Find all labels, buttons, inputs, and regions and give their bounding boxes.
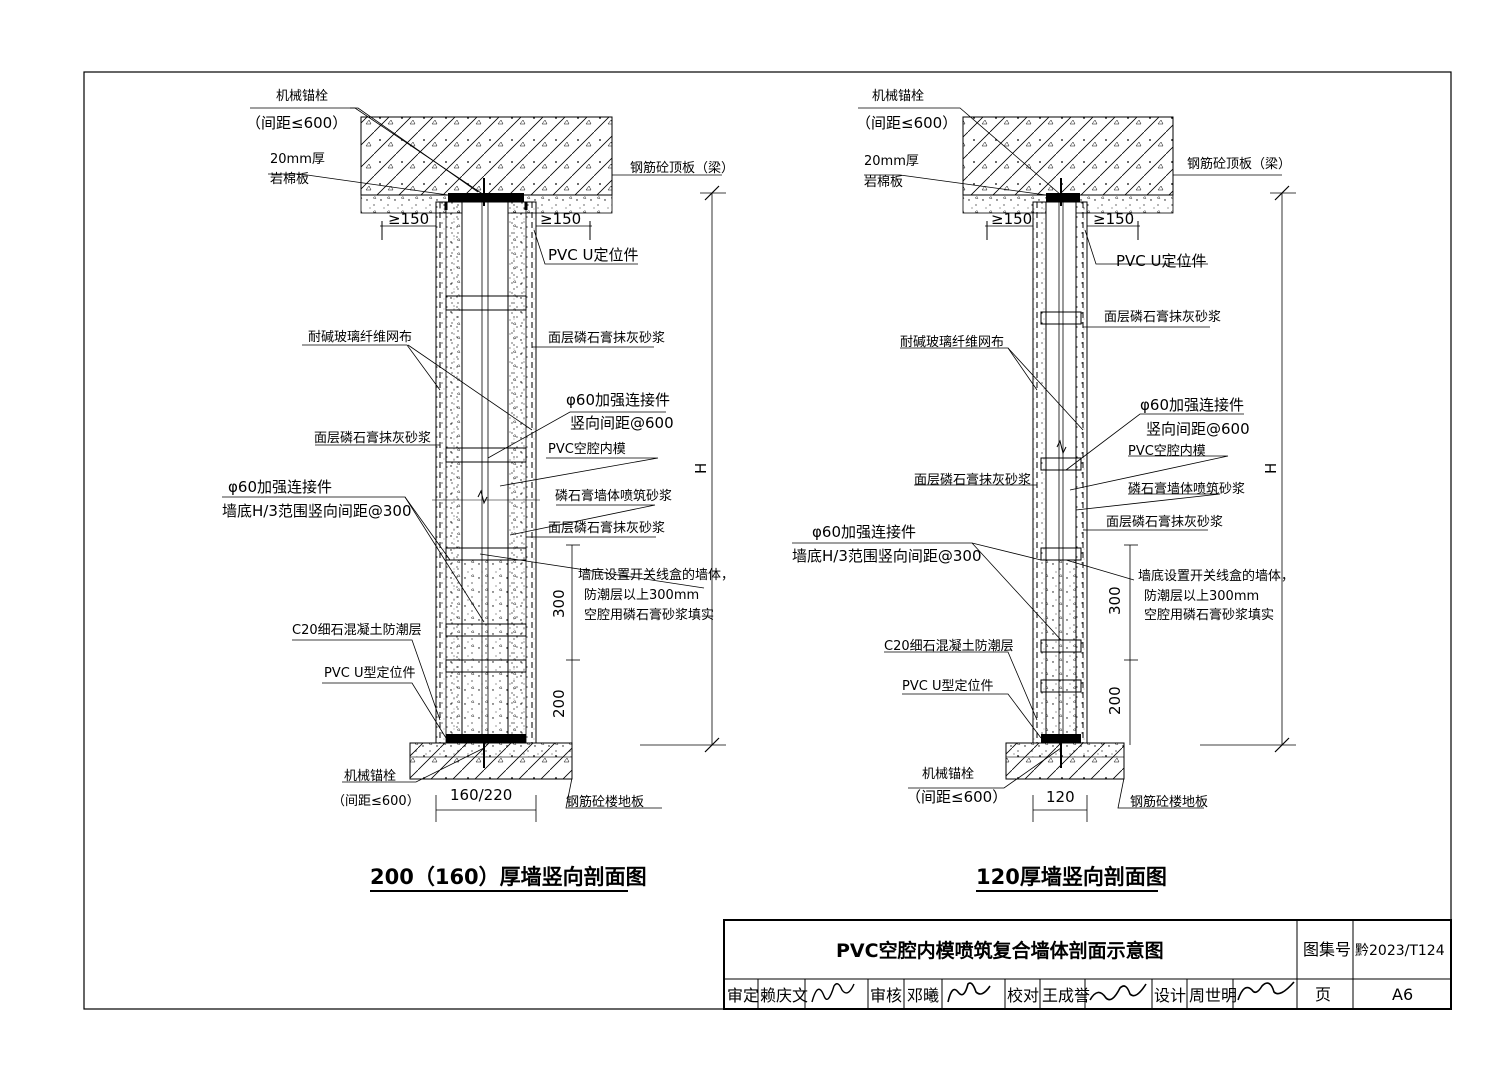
dim-200-r: 200 [1106,686,1124,715]
label-connector-2: 竖向间距@600 [570,414,674,432]
drawing-title: PVC空腔内模喷筑复合墙体剖面示意图 [836,939,1164,962]
dim-300-r: 300 [1106,586,1124,615]
label-plaster-left-r: 面层磷石膏抹灰砂浆 [914,472,1031,488]
label-min150-right-r: ≥150 [1093,210,1134,228]
dim-width: 160/220 [450,786,512,804]
review-label: 审核 [870,986,902,1005]
approve-signature [811,983,855,1003]
label-pvc-u-top: PVC U定位件 [548,246,639,264]
check-signature [1089,983,1147,1001]
label-pvc-core-r: PVC空腔内模 [1128,443,1206,459]
label-c20-r: C20细石混凝土防潮层 [884,638,1014,654]
label-slab-bottom-r: 钢筋砼楼地板 [1130,794,1208,810]
label-anchor-top: 机械锚栓 [276,89,328,104]
label-rockwool-2-r: 岩棉板 [864,175,903,190]
label-plaster-right-top: 面层磷石膏抹灰砂浆 [548,330,665,346]
title-block [723,919,1452,1010]
label-connector-low-2-r: 墙底H/3范围竖向间距@300 [792,547,982,565]
label-switch-note-2: 防潮层以上300mm [584,587,699,603]
atlas-number: 黔2023/T124 [1355,943,1445,959]
label-connector-2-r: 竖向间距@600 [1146,420,1250,438]
dim-200: 200 [550,689,568,718]
review-name: 邓曦 [907,986,939,1005]
right-section-detail: 机械锚栓 （间距≤600） 20mm厚 岩棉板 钢筋砼顶板（梁） ≥150 ≥1… [792,89,1296,892]
label-mesh-r: 耐碱玻璃纤维网布 [900,335,1004,350]
label-min150-left-r: ≥150 [991,210,1032,228]
label-plaster-right-low-r: 面层磷石膏抹灰砂浆 [1106,514,1223,530]
label-min150-right: ≥150 [540,210,581,228]
rockwool-board-right [1046,193,1080,202]
approve-label: 审定 [727,986,759,1005]
label-spray-mortar-r: 磷石膏墙体喷筑砂浆 [1128,481,1245,497]
label-anchor-top-r: 机械锚栓 [872,89,924,104]
label-connector-1: φ60加强连接件 [566,391,670,409]
label-c20: C20细石混凝土防潮层 [292,622,422,638]
label-min150-left: ≥150 [388,210,429,228]
label-spray-mortar: 磷石膏墙体喷筑砂浆 [555,488,672,504]
left-detail-title: 200（160）厚墙竖向剖面图 [370,865,647,889]
label-pvc-u-bottom: PVC U型定位件 [324,666,415,681]
dim-h: H [692,463,710,474]
label-slab-top: 钢筋砼顶板（梁） [630,160,734,176]
label-anchor-bottom-r: 机械锚栓 [922,767,974,782]
dim-h-r: H [1262,463,1280,474]
check-name: 王成誉 [1042,986,1090,1005]
design-name: 周世明 [1189,986,1237,1005]
label-rockwool-2: 岩棉板 [270,172,309,187]
approve-name: 赖庆文 [760,986,808,1005]
label-mesh: 耐碱玻璃纤维网布 [308,330,412,345]
label-switch-note-1: 墙底设置开关线盒的墙体， [578,567,734,583]
label-pvc-core: PVC空腔内模 [548,441,626,457]
rockwool-board [448,193,524,202]
label-slab-bottom: 钢筋砼楼地板 [566,794,644,810]
label-connector-1-r: φ60加强连接件 [1140,396,1244,414]
label-slab-top-r: 钢筋砼顶板（梁） [1187,156,1291,172]
label-switch-note-3-r: 空腔用磷石膏砂浆填实 [1144,607,1274,623]
review-signature [947,982,991,1003]
label-connector-low-1: φ60加强连接件 [228,478,332,496]
top-slab-right [962,116,1174,196]
label-anchor-bottom-spacing: （间距≤600） [332,794,420,809]
label-anchor-bottom: 机械锚栓 [344,769,396,784]
label-switch-note-1-r: 墙底设置开关线盒的墙体， [1138,568,1294,584]
label-switch-note-3: 空腔用磷石膏砂浆填实 [584,607,714,623]
label-pvc-u-top-r: PVC U定位件 [1116,252,1207,270]
check-label: 校对 [1007,986,1039,1005]
label-switch-note-2-r: 防潮层以上300mm [1144,588,1259,604]
label-pvc-u-bottom-r: PVC U型定位件 [902,679,993,694]
label-rockwool-1-r: 20mm厚 [864,154,919,169]
label-plaster-right-top-r: 面层磷石膏抹灰砂浆 [1104,309,1221,325]
atlas-label: 图集号 [1303,940,1351,959]
label-anchor-bottom-spacing-r: （间距≤600） [906,788,1007,806]
dim-width-r: 120 [1046,788,1075,806]
design-label: 设计 [1154,986,1186,1005]
label-connector-low-2: 墙底H/3范围竖向间距@300 [222,502,412,520]
dim-300: 300 [550,589,568,618]
left-section-detail: 机械锚栓 （间距≤600） 20mm厚 岩棉板 钢筋砼顶板（梁） ≥150 ≥1… [222,89,734,892]
label-rockwool-1: 20mm厚 [270,152,325,167]
top-slab [360,116,613,196]
label-anchor-top-spacing-r: （间距≤600） [856,114,957,132]
page-label: 页 [1315,985,1331,1004]
label-anchor-top-spacing: （间距≤600） [246,114,347,132]
label-plaster-right-low: 面层磷石膏抹灰砂浆 [548,520,665,536]
sheet-border [83,71,1452,1010]
right-detail-title: 120厚墙竖向剖面图 [976,865,1167,889]
design-signature [1237,981,1295,1001]
label-plaster-left: 面层磷石膏抹灰砂浆 [314,430,431,446]
page-number: A6 [1392,985,1413,1004]
label-connector-low-1-r: φ60加强连接件 [812,523,916,541]
